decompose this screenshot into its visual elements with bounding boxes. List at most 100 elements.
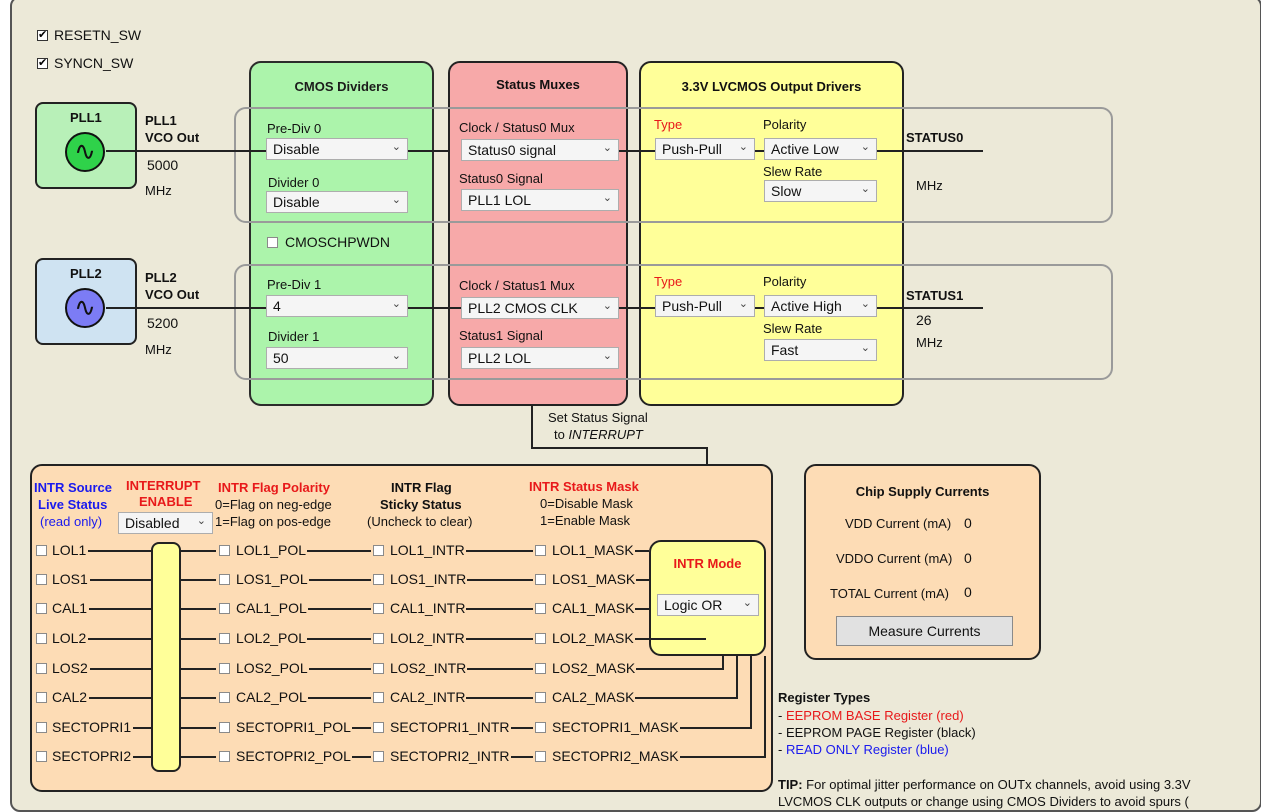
intr-polarity-checkbox[interactable]: [219, 692, 230, 703]
pll2-freq-unit: MHz: [145, 342, 172, 357]
intr-flag-checkbox[interactable]: [373, 603, 384, 614]
intr-flag-checkbox[interactable]: [373, 574, 384, 585]
intr-polarity-checkbox[interactable]: [219, 633, 230, 644]
divider1-select[interactable]: 50⌄: [266, 347, 408, 369]
status1-mux-select[interactable]: PLL2 CMOS CLK⌄: [461, 297, 619, 319]
prediv1-label: Pre-Div 1: [267, 277, 322, 292]
mask-to-mode-wire: [635, 550, 649, 552]
vddo-current-label: VDDO Current (mA): [836, 551, 953, 566]
mask-to-mode-riser: [750, 656, 752, 729]
mask-to-mode-wire: [635, 638, 706, 640]
intr-source-checkbox: [36, 751, 47, 762]
driver1-polarity-select[interactable]: Active High⌄: [764, 295, 877, 317]
supply-title: Chip Supply Currents: [855, 484, 990, 499]
intr-polarity-label: LOL1_POL: [236, 542, 307, 558]
mask-to-mode-wire: [680, 727, 750, 729]
driver0-slew-select[interactable]: Slow⌄: [764, 180, 877, 202]
driver0-type-select[interactable]: Push-Pull⌄: [655, 138, 755, 160]
cmos-to-mux-wire-0: [408, 150, 448, 152]
enable-to-polarity-wire: [181, 579, 216, 581]
driver1-slew-select[interactable]: Fast⌄: [764, 339, 877, 361]
intr-source-label: LOL1: [52, 542, 87, 558]
intr-polarity-checkbox[interactable]: [219, 545, 230, 556]
enable-to-polarity-wire: [181, 638, 216, 640]
intr-source-checkbox: [36, 633, 47, 644]
intr-mask-title: INTR Status Mask: [529, 479, 639, 494]
intr-flag-label: LOL1_INTR: [390, 542, 465, 558]
intr-polarity-checkbox[interactable]: [219, 663, 230, 674]
intr-flag-checkbox[interactable]: [373, 545, 384, 556]
intr-flag-line: (Uncheck to clear): [367, 514, 473, 529]
status0-mux-select[interactable]: Status0 signal⌄: [461, 139, 619, 161]
intr-enable-select[interactable]: Disabled⌄: [118, 512, 213, 534]
intr-source-checkbox: [36, 545, 47, 556]
source-to-enable-wire: [90, 579, 151, 581]
intr-polarity-label: CAL1_POL: [236, 600, 307, 616]
intr-mask-label: SECTOPRI2_MASK: [552, 748, 679, 764]
intr-polarity-checkbox[interactable]: [219, 751, 230, 762]
intr-polarity-checkbox[interactable]: [219, 722, 230, 733]
intr-mask-checkbox[interactable]: [535, 603, 546, 614]
intr-polarity-label: SECTOPRI2_POL: [236, 748, 351, 764]
intr-flag-checkbox[interactable]: [373, 722, 384, 733]
enable-to-polarity-wire: [181, 697, 216, 699]
intr-source-title2: Live Status: [38, 497, 108, 512]
flag-to-mask-wire: [467, 579, 533, 581]
intr-mask-checkbox[interactable]: [535, 751, 546, 762]
vddo-current-value: 0: [964, 550, 972, 566]
status1-signal-select[interactable]: PLL2 LOL⌄: [461, 347, 619, 369]
intr-polarity-checkbox[interactable]: [219, 574, 230, 585]
status0-mux-label: Clock / Status0 Mux: [459, 120, 575, 135]
intr-flag-checkbox[interactable]: [373, 751, 384, 762]
intr-mask-checkbox[interactable]: [535, 663, 546, 674]
intr-flag-checkbox[interactable]: [373, 663, 384, 674]
status1-output-wire: [877, 307, 983, 309]
resetn-checkbox[interactable]: [37, 28, 48, 41]
intr-flag-checkbox[interactable]: [373, 692, 384, 703]
intr-source-label: CAL1: [52, 600, 88, 616]
driver0-polarity-select[interactable]: Active Low⌄: [764, 138, 877, 160]
intr-mask-checkbox[interactable]: [535, 692, 546, 703]
intr-flag-checkbox[interactable]: [373, 633, 384, 644]
polarity-to-flag-wire: [309, 668, 371, 670]
oscillator-icon: ∿: [65, 288, 105, 328]
register-type-readonly: - READ ONLY Register (blue): [778, 742, 949, 757]
syncn-checkbox[interactable]: [37, 56, 48, 69]
prediv1-select[interactable]: 4⌄: [266, 295, 408, 317]
intr-mask-label: SECTOPRI1_MASK: [552, 719, 679, 735]
status0-signal-select[interactable]: PLL1 LOL⌄: [461, 189, 619, 211]
intr-mode-select[interactable]: Logic OR⌄: [657, 594, 759, 616]
set-status-line1: Set Status Signal: [548, 410, 648, 425]
intr-polarity-checkbox[interactable]: [219, 603, 230, 614]
intr-source-title3: (read only): [40, 514, 103, 529]
intr-mask-line1: 0=Disable Mask: [540, 496, 633, 511]
intr-flag-label: CAL2_INTR: [390, 689, 466, 705]
intr-flag-label: LOS2_INTR: [390, 660, 467, 676]
cmoschpwdn-checkbox[interactable]: [267, 237, 278, 248]
intr-flag-title1: INTR Flag: [391, 480, 452, 495]
pll2-freq: 5200: [147, 315, 179, 331]
output-drivers-title: 3.3V LVCMOS Output Drivers: [681, 79, 862, 94]
intr-flag-label: LOS1_INTR: [390, 571, 467, 587]
mask-to-mode-riser: [722, 656, 724, 670]
intr-mask-line2: 1=Enable Mask: [540, 513, 630, 528]
source-to-enable-wire: [88, 638, 151, 640]
pll1-block[interactable]: PLL1 ∿: [35, 102, 137, 189]
intr-pol-line1: 0=Flag on neg-edge: [215, 497, 332, 512]
status0-output-wire: [877, 150, 983, 152]
divider0-select[interactable]: Disable⌄: [266, 191, 408, 213]
mask-to-mode-wire: [635, 697, 736, 699]
intr-flag-label: SECTOPRI2_INTR: [390, 748, 510, 764]
pll2-block[interactable]: PLL2 ∿: [35, 258, 137, 345]
prediv0-label: Pre-Div 0: [267, 121, 322, 136]
measure-currents-button[interactable]: Measure Currents: [836, 616, 1013, 646]
prediv0-select[interactable]: Disable⌄: [266, 138, 408, 160]
intr-mask-checkbox[interactable]: [535, 545, 546, 556]
flag-to-mask-wire: [467, 668, 533, 670]
intr-mask-checkbox[interactable]: [535, 574, 546, 585]
driver1-type-label: Type: [654, 274, 683, 289]
intr-mask-checkbox[interactable]: [535, 722, 546, 733]
driver1-type-select[interactable]: Push-Pull⌄: [655, 295, 755, 317]
intr-source-label: SECTOPRI2: [52, 748, 132, 764]
intr-mask-checkbox[interactable]: [535, 633, 546, 644]
